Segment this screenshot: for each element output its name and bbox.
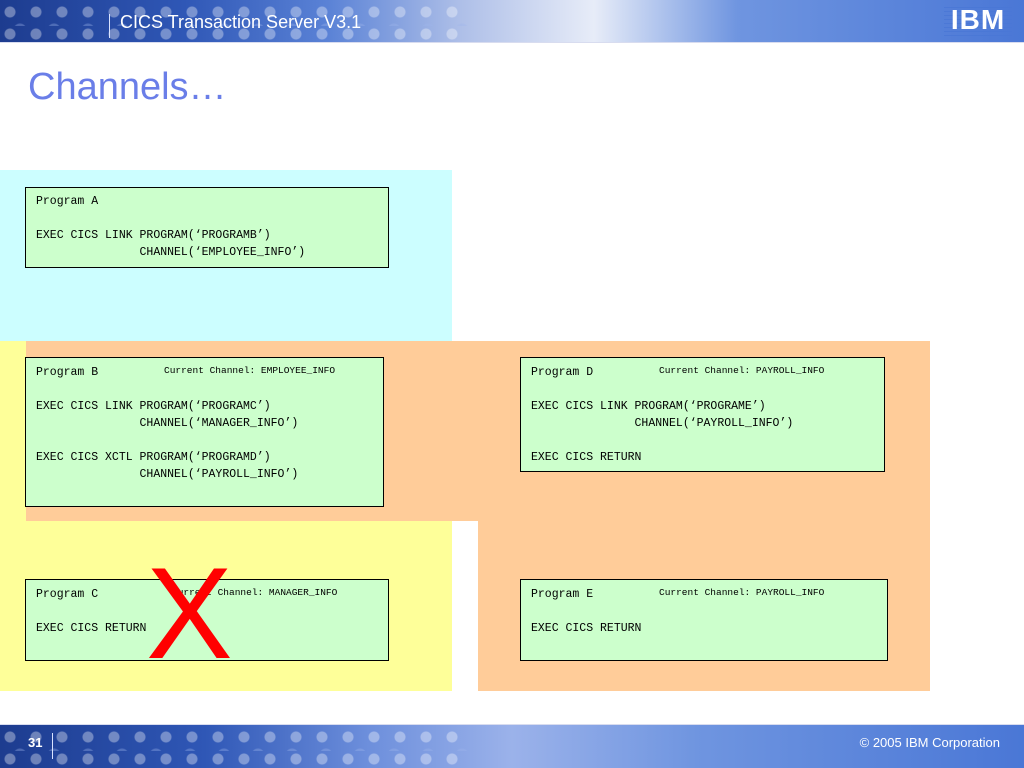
slide-footer: 31 © 2005 IBM Corporation [0, 725, 1024, 768]
code-line: EXEC CICS RETURN [531, 451, 642, 464]
code-line: CHANNEL(‘EMPLOYEE_INFO’) [36, 246, 306, 259]
footer-rule [0, 724, 1024, 725]
slide-header: CICS Transaction Server V3.1 IBM [0, 0, 1024, 42]
program-b-box: Program B Current Channel: EMPLOYEE_INFO… [25, 357, 384, 507]
program-c-box: Program C Current Channel: MANAGER_INFO … [25, 579, 389, 661]
header-divider [109, 14, 110, 38]
page-title: Channels… [28, 66, 227, 108]
code-line: EXEC CICS RETURN [36, 622, 147, 635]
program-e-box: Program E Current Channel: PAYROLL_INFO … [520, 579, 888, 661]
code-line: CHANNEL(‘MANAGER_INFO’) [36, 417, 299, 430]
cross-mark: X [146, 540, 233, 686]
program-name: Program E [531, 588, 594, 601]
current-channel-label: Current Channel: EMPLOYEE_INFO [164, 365, 336, 376]
program-name: Program D [531, 366, 594, 379]
footer-decoration [0, 725, 470, 768]
ibm-logo: IBM [944, 4, 1012, 36]
code-line: CHANNEL(‘PAYROLL_INFO’) [531, 417, 794, 430]
program-name: Program B [36, 366, 99, 379]
code-line: CHANNEL(‘PAYROLL_INFO’) [36, 468, 299, 481]
program-d-box: Program D Current Channel: PAYROLL_INFO … [520, 357, 885, 472]
header-decoration [0, 0, 470, 42]
page-number: 31 [28, 735, 43, 750]
current-channel-label: Current Channel: PAYROLL_INFO [659, 365, 825, 376]
code-line: EXEC CICS LINK PROGRAM(‘PROGRAMC’) [36, 400, 271, 413]
program-name: Program C [36, 588, 99, 601]
program-a-box: Program A EXEC CICS LINK PROGRAM(‘PROGRA… [25, 187, 389, 268]
current-channel-label: Current Channel: MANAGER_INFO [172, 587, 338, 598]
copyright: © 2005 IBM Corporation [859, 735, 1000, 750]
code-line: EXEC CICS LINK PROGRAM(‘PROGRAMB’) [36, 229, 271, 242]
product-title: CICS Transaction Server V3.1 [120, 12, 362, 32]
header-rule [0, 42, 1024, 43]
current-channel-label: Current Channel: PAYROLL_INFO [659, 587, 825, 598]
code-line: EXEC CICS XCTL PROGRAM(‘PROGRAMD’) [36, 451, 271, 464]
code-line: EXEC CICS LINK PROGRAM(‘PROGRAME’) [531, 400, 766, 413]
code-line: EXEC CICS RETURN [531, 622, 642, 635]
program-name: Program A [36, 195, 99, 208]
footer-divider [52, 733, 53, 759]
